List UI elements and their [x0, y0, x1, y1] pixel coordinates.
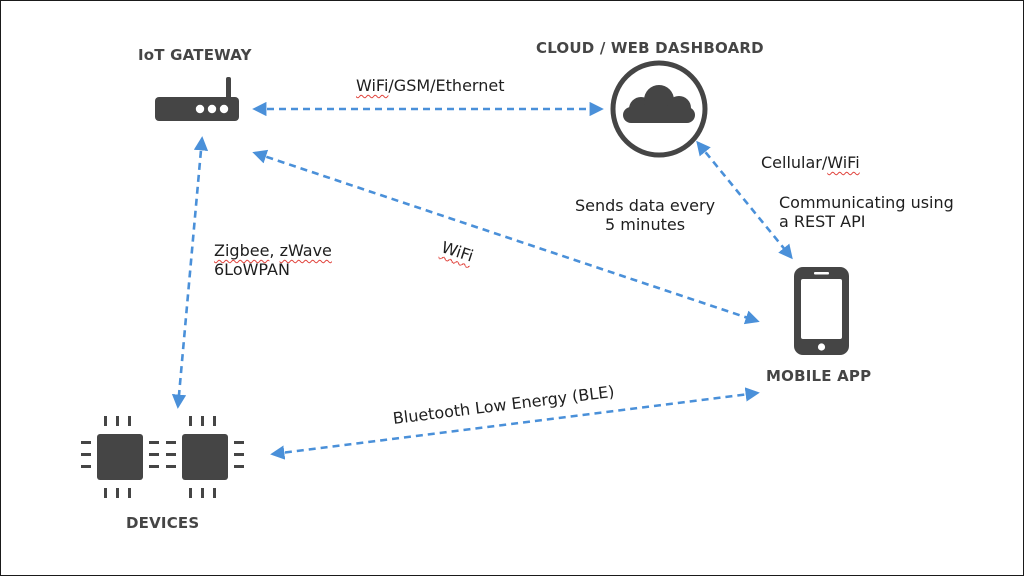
- label-gateway-devices-line1: Zigbee, zWave: [214, 241, 332, 260]
- label-gateway-devices-line2: 6LoWPAN: [214, 260, 290, 280]
- label-gateway-devices-sep: ,: [269, 241, 280, 260]
- label-gateway-devices: Zigbee, zWave 6LoWPAN: [214, 241, 332, 279]
- label-gateway-devices-zigbee: Zigbee: [214, 241, 270, 260]
- label-cloud-mobile-b: WiFi: [827, 153, 860, 172]
- label-send-frequency: Sends data every 5 minutes: [575, 196, 715, 234]
- label-gateway-devices-zwave: zWave: [279, 241, 332, 260]
- arrow-gateway-devices: [171, 136, 209, 409]
- label-rest-api-line1: Communicating using: [779, 193, 954, 212]
- arrow-devices-mobile: [270, 387, 760, 460]
- microchip-icon: [81, 416, 159, 498]
- smartphone-icon: [794, 267, 849, 355]
- label-gateway-cloud-rest: /GSM/Ethernet: [388, 76, 505, 95]
- label-rest-api-line2: a REST API: [779, 212, 866, 232]
- gateway-title: IoT GATEWAY: [138, 46, 252, 64]
- label-gateway-cloud: WiFi/GSM/Ethernet: [356, 76, 504, 95]
- devices-title: DEVICES: [126, 514, 200, 532]
- label-cloud-mobile-a: Cellular/: [761, 153, 828, 172]
- arrow-cloud-mobile: [696, 140, 793, 260]
- mobile-title: MOBILE APP: [766, 367, 872, 385]
- label-send-frequency-line1: Sends data every: [575, 196, 716, 215]
- cloud-icon: [610, 60, 708, 158]
- microchip-icon: [166, 416, 244, 498]
- label-send-frequency-line2: 5 minutes: [605, 215, 686, 235]
- cloud-title: CLOUD / WEB DASHBOARD: [536, 39, 764, 57]
- label-rest-api: Communicating using a REST API: [779, 193, 954, 231]
- label-gateway-cloud-word: WiFi: [356, 76, 389, 95]
- label-cloud-mobile: Cellular/WiFi: [761, 153, 860, 172]
- arrow-gateway-mobile: [252, 149, 760, 325]
- router-icon: [155, 77, 239, 121]
